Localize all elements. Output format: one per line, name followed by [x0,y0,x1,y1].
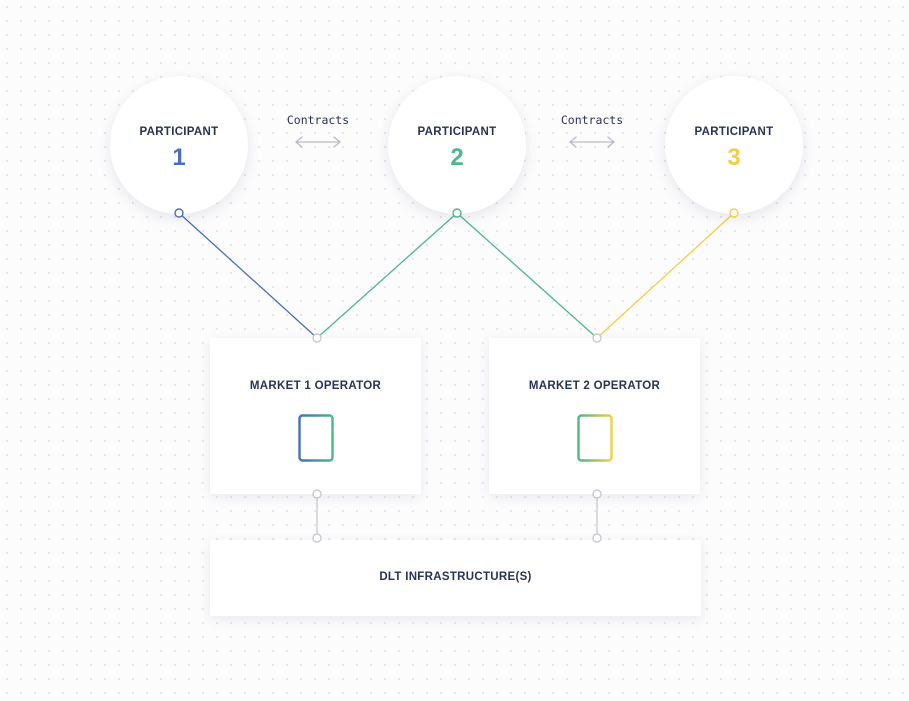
line-p3-market2 [596,212,735,339]
dlt-infrastructure-label: DLT INFRASTRUCTURE(S) [379,571,532,583]
line-p2-market1 [316,212,458,339]
participant-3-number: 3 [727,144,741,171]
participant-2-number: 2 [450,144,464,171]
market-2-operator: MARKET 2 OPERATOR [489,338,700,494]
double-arrow-icon [569,136,615,148]
double-arrow-icon [295,136,341,148]
participant-2: PARTICIPANT 2 [388,76,526,214]
participant-3-label: PARTICIPANT [694,126,774,138]
participant-1-label: PARTICIPANT [139,126,219,138]
dlt-infrastructure: DLT INFRASTRUCTURE(S) [210,540,701,616]
contracts-2-3: Contracts [547,113,637,149]
market-1-operator: MARKET 1 OPERATOR [210,338,421,494]
contracts-2-3-label: Contracts [560,113,624,127]
line-p1-market1 [178,212,318,339]
participant-3: PARTICIPANT 3 [665,76,803,214]
contracts-1-2-label: Contracts [286,113,350,127]
document-icon [297,414,334,462]
participant-1: PARTICIPANT 1 [110,76,248,214]
line-p2-market2 [456,212,598,339]
market-2-label: MARKET 2 OPERATOR [528,380,661,392]
document-icon [576,414,613,462]
contracts-1-2: Contracts [273,113,363,149]
participant-1-number: 1 [172,144,186,171]
participant-2-label: PARTICIPANT [417,126,497,138]
market-1-label: MARKET 1 OPERATOR [249,380,382,392]
